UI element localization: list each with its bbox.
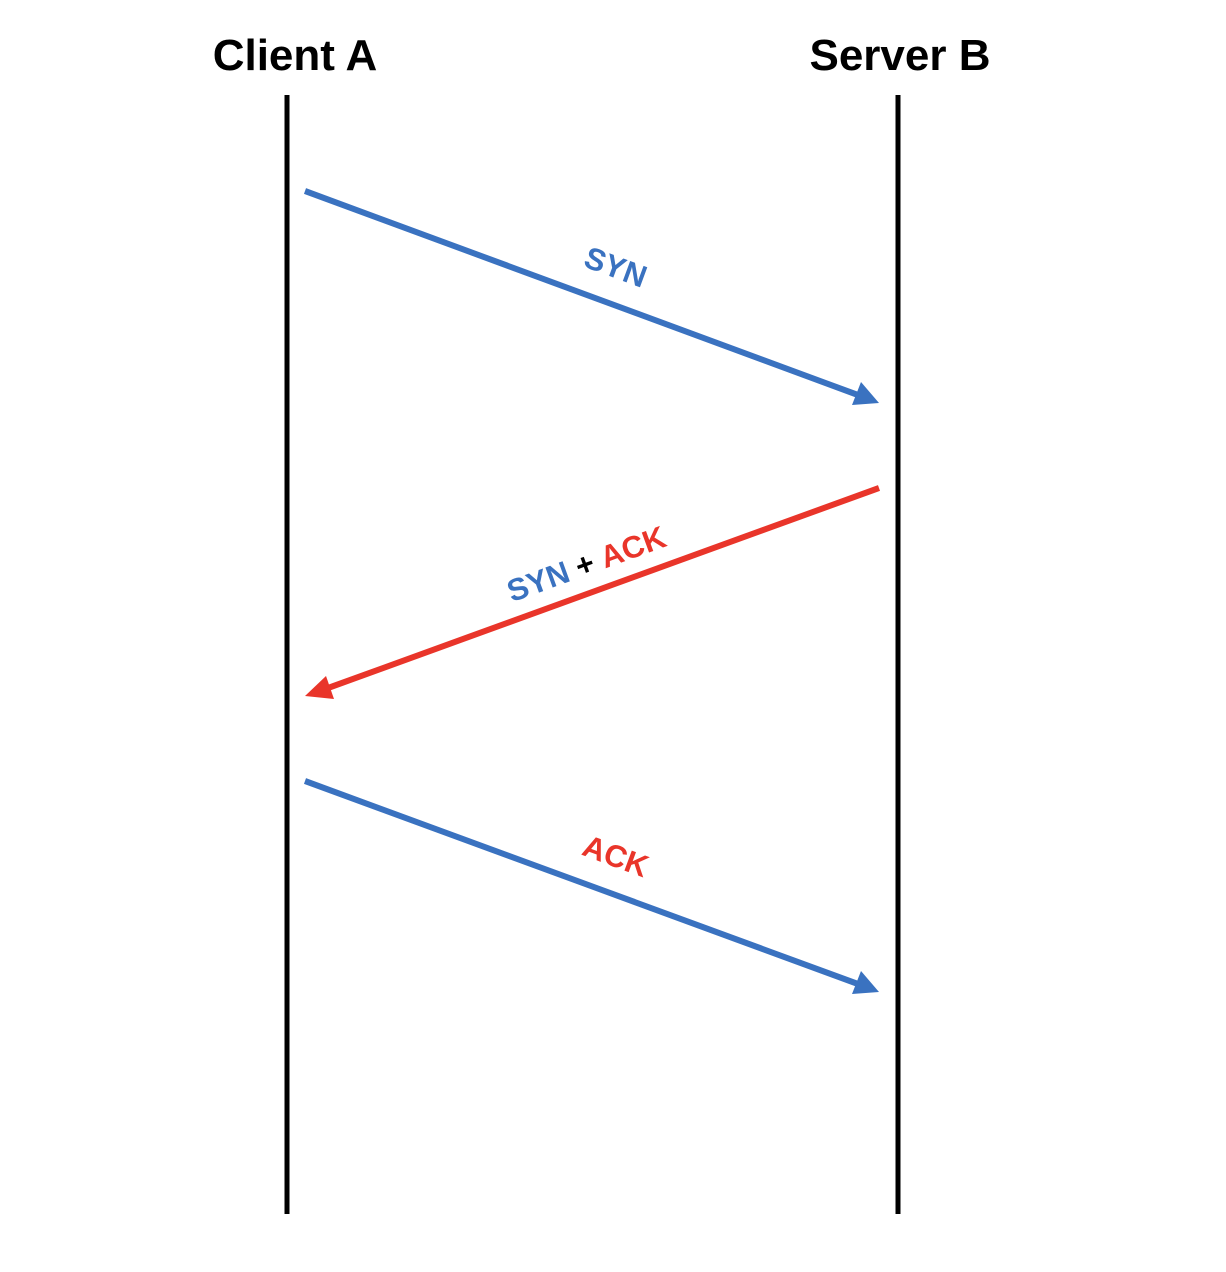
label-part-syn: SYN bbox=[580, 240, 652, 295]
message-syn-ack: SYN + ACK bbox=[305, 485, 881, 699]
message-ack: ACK bbox=[303, 778, 879, 994]
syn-ack-arrow-line bbox=[326, 485, 881, 691]
ack-label: ACK bbox=[578, 828, 654, 884]
syn-label: SYN bbox=[580, 240, 652, 295]
syn-arrow-head bbox=[852, 382, 879, 405]
client-title: Client A bbox=[213, 31, 378, 80]
syn-arrow-line bbox=[303, 188, 860, 398]
label-part-ack: ACK bbox=[578, 828, 654, 884]
server-title: Server B bbox=[809, 31, 990, 80]
syn-ack-arrow-head bbox=[305, 676, 334, 699]
ack-arrow-head bbox=[852, 971, 879, 994]
message-syn: SYN bbox=[303, 188, 879, 405]
ack-arrow-line bbox=[303, 778, 860, 987]
